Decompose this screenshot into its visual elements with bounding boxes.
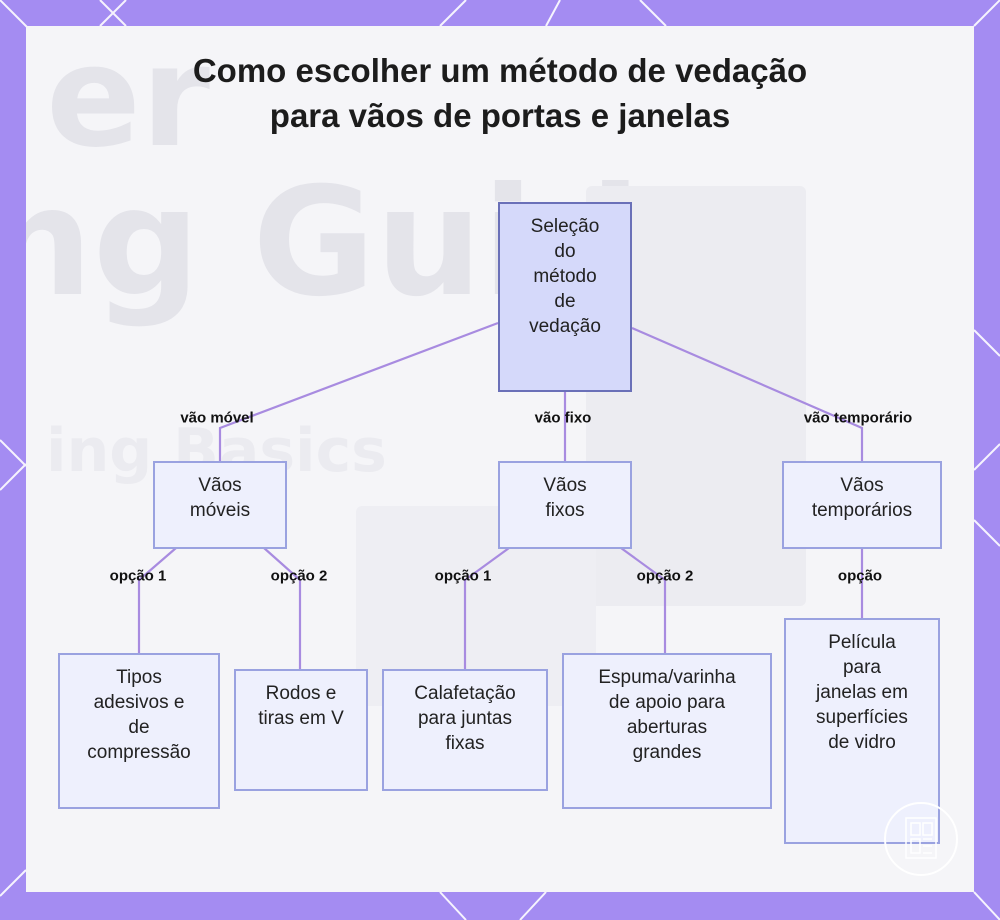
- edge-moveis-adesivos: [137, 547, 177, 654]
- edge-label-vao-fixo: vão fixo: [534, 409, 592, 427]
- node-tipos-adesivos: Tipos adesivos e de compressão: [58, 653, 220, 809]
- edge-fixos-espuma: [620, 547, 667, 654]
- edge-label-moveis-opcao-2: opção 2: [270, 567, 328, 585]
- node-vaos-moveis: Vãos móveis: [153, 461, 287, 549]
- edge-fixos-calafetacao: [463, 547, 510, 670]
- node-vaos-temporarios: Vãos temporários: [782, 461, 942, 549]
- edge-label-vao-movel: vão móvel: [180, 409, 254, 427]
- edge-label-temporarios-opcao: opção: [837, 567, 883, 585]
- node-rodos-tiras: Rodos e tiras em V: [234, 669, 368, 791]
- node-espuma-varinha: Espuma/varinha de apoio para aberturas g…: [562, 653, 772, 809]
- page-title: Como escolher um método de vedação para …: [0, 48, 1000, 138]
- node-vaos-fixos: Vãos fixos: [498, 461, 632, 549]
- edge-root-moveis: [218, 321, 499, 462]
- edge-label-vao-temporario: vão temporário: [803, 409, 913, 427]
- logo-icon: [884, 802, 958, 876]
- node-calafetacao: Calafetação para juntas fixas: [382, 669, 548, 791]
- background-watermark-text: er: [46, 26, 210, 179]
- title-line-1: Como escolher um método de vedação: [192, 52, 808, 89]
- title-line-2: para vãos de portas e janelas: [269, 97, 731, 134]
- edge-root-temporarios: [631, 326, 864, 462]
- node-root-selecao: Seleção do método de vedação: [498, 202, 632, 392]
- edge-label-moveis-opcao-1: opção 1: [109, 567, 167, 585]
- logo-icon-graphic: [905, 817, 937, 859]
- edge-label-fixos-opcao-2: opção 2: [636, 567, 694, 585]
- edge-label-fixos-opcao-1: opção 1: [434, 567, 492, 585]
- edge-moveis-rodos: [263, 547, 302, 670]
